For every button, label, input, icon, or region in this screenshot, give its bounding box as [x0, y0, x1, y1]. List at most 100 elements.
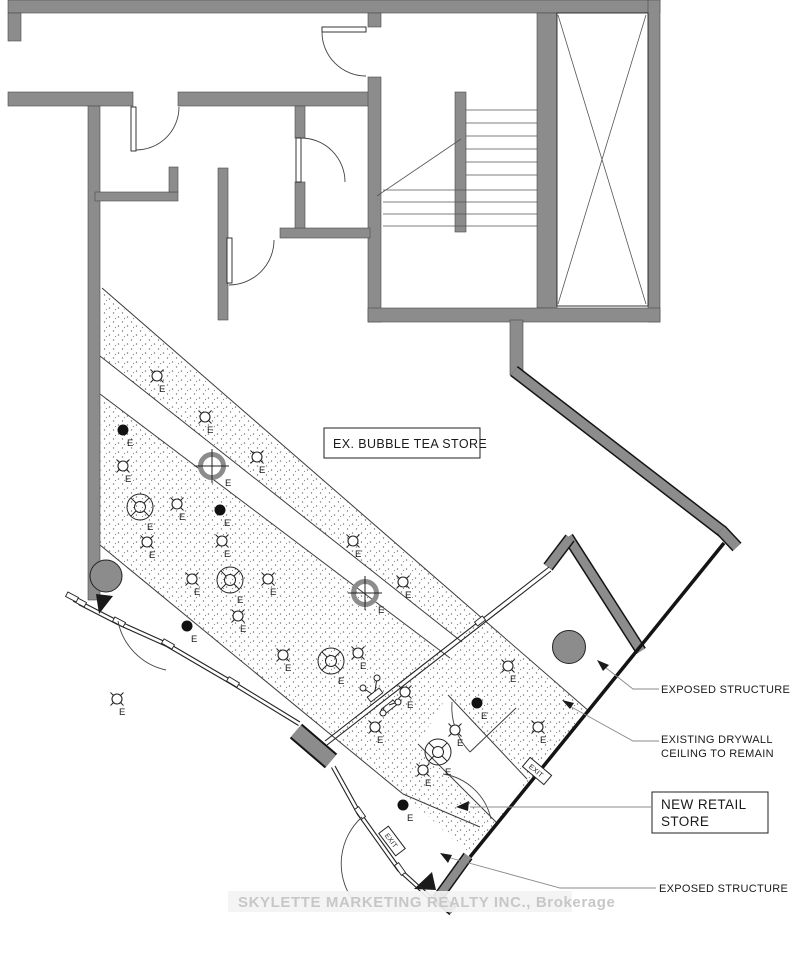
door-leaf: [321, 26, 367, 33]
wall-break-triangle: [414, 872, 436, 890]
leader-line: [446, 856, 656, 889]
arrowhead-icon: [562, 700, 574, 709]
pot-light-icon: E: [397, 799, 413, 824]
fixture-tag-label: E: [481, 711, 487, 722]
fixture-tag-label: E: [119, 707, 125, 718]
fixture-tag-label: E: [147, 522, 153, 533]
wall: [177, 91, 371, 107]
pot-light-icon: E: [214, 504, 230, 529]
fixture-tag-label: E: [540, 735, 546, 746]
pot-light-icon: E: [117, 424, 133, 449]
sprinkler-icon: E: [276, 648, 291, 674]
ceiling-speaker-icon: E: [317, 647, 345, 687]
sprinkler-icon: E: [501, 659, 516, 685]
elevator-shaft: [556, 12, 649, 307]
wall: [647, 0, 661, 323]
round-column: [552, 630, 586, 664]
stair-core: [376, 91, 537, 233]
fixture-tag-label: E: [407, 700, 413, 711]
fixture-tag-label: E: [377, 735, 383, 746]
label-new-retail-2: STORE: [661, 814, 709, 829]
label-exposed-structure-top: EXPOSED STRUCTURE: [661, 684, 790, 696]
elevator-x-icon: [557, 14, 647, 305]
storefront-mullions: [64, 591, 407, 876]
wall: [7, 91, 134, 107]
fixture-tag-label: E: [225, 478, 231, 489]
fixture-tag-label: E: [378, 605, 384, 616]
watermark: SKYLETTE MARKETING REALTY INC., Brokerag…: [228, 891, 615, 912]
annotations: EX. BUBBLE TEA STORE EXPOSED STRUCTURE E…: [323, 427, 790, 895]
stair-direction-line: [376, 138, 462, 197]
fixture-tag-label: E: [285, 663, 291, 674]
fixture-tag-label: E: [425, 778, 431, 789]
fixture-tag-label: E: [179, 512, 185, 523]
fixture-tag-label: E: [510, 674, 516, 685]
arrowhead-icon: [597, 660, 609, 671]
fixture-tag-label: E: [125, 474, 131, 485]
diagonal-walls: [289, 366, 742, 916]
wall: [168, 166, 179, 193]
sprinkler-icon: E: [116, 459, 131, 485]
label-new-retail-1: NEW RETAIL: [661, 797, 747, 812]
wall: [217, 167, 229, 321]
ceiling-speaker-icon: E: [424, 738, 452, 778]
door-leaf: [130, 106, 137, 152]
sprinkler-icon: E: [140, 535, 155, 561]
fixture-tag-label: E: [237, 595, 243, 606]
door-leaf-line: [469, 707, 517, 753]
ceiling-speaker-icon: E: [216, 566, 244, 606]
sprinkler-icon: E: [396, 575, 411, 601]
door-leaf: [226, 237, 233, 284]
fixture-tag-label: E: [270, 587, 276, 598]
fixture-tag-label: E: [405, 590, 411, 601]
sprinkler-icon: E: [346, 534, 361, 560]
label-existing-drywall-1: EXISTING DRYWALL: [661, 734, 773, 746]
wall: [367, 12, 382, 28]
junction-box-icon: [394, 698, 402, 706]
watermark-text: SKYLETTE MARKETING REALTY INC., Brokerag…: [238, 894, 615, 911]
sprinkler-icon: E: [250, 450, 265, 476]
junction-box-icon: [359, 684, 367, 692]
exit-corridor-area: [418, 695, 527, 822]
sprinkler-icon: E: [448, 723, 463, 749]
sprinkler-icon: E: [261, 572, 276, 598]
leader-line: [600, 663, 659, 690]
fixture-tag-label: E: [224, 549, 230, 560]
storefront: [64, 591, 517, 900]
wall: [367, 76, 382, 323]
mullion: [366, 687, 384, 703]
fixture-tag-label: E: [194, 587, 200, 598]
wall: [7, 0, 661, 14]
ceiling-boundary-lines: [99, 287, 591, 828]
wall: [536, 12, 558, 309]
target-symbol-icon: E: [348, 576, 384, 616]
sprinkler-icon: E: [351, 646, 366, 672]
sprinkler-icon: E: [170, 497, 185, 523]
walls-layer: [7, 0, 661, 601]
stair-treads: [376, 109, 537, 227]
label-exposed-structure-bottom: EXPOSED STRUCTURE: [659, 883, 788, 895]
door-swing-arc: [117, 620, 167, 671]
fixture-tag-label: E: [259, 465, 265, 476]
store-name-box: [323, 427, 481, 459]
round-column: [89, 559, 123, 593]
sprinkler-icon: E: [198, 410, 213, 436]
wall: [87, 105, 101, 601]
label-bubble-tea-store: EX. BUBBLE TEA STORE: [333, 437, 487, 451]
junction-box-icon: [373, 674, 381, 682]
door-swing-arc: [442, 773, 492, 820]
demising-wall: [468, 541, 726, 859]
new-retail-box: [651, 791, 769, 834]
sprinkler-icon: E: [416, 763, 431, 789]
pot-light-icon: E: [181, 620, 197, 645]
exit-sign: EXIT: [378, 825, 406, 857]
fixture-tag-label: E: [191, 634, 197, 645]
wall: [294, 105, 306, 139]
fixture-tag-label: E: [407, 813, 413, 824]
fixture-tag-label: E: [240, 624, 246, 635]
arrowhead-icon: [456, 801, 469, 811]
fixture-tag-label: E: [224, 518, 230, 529]
